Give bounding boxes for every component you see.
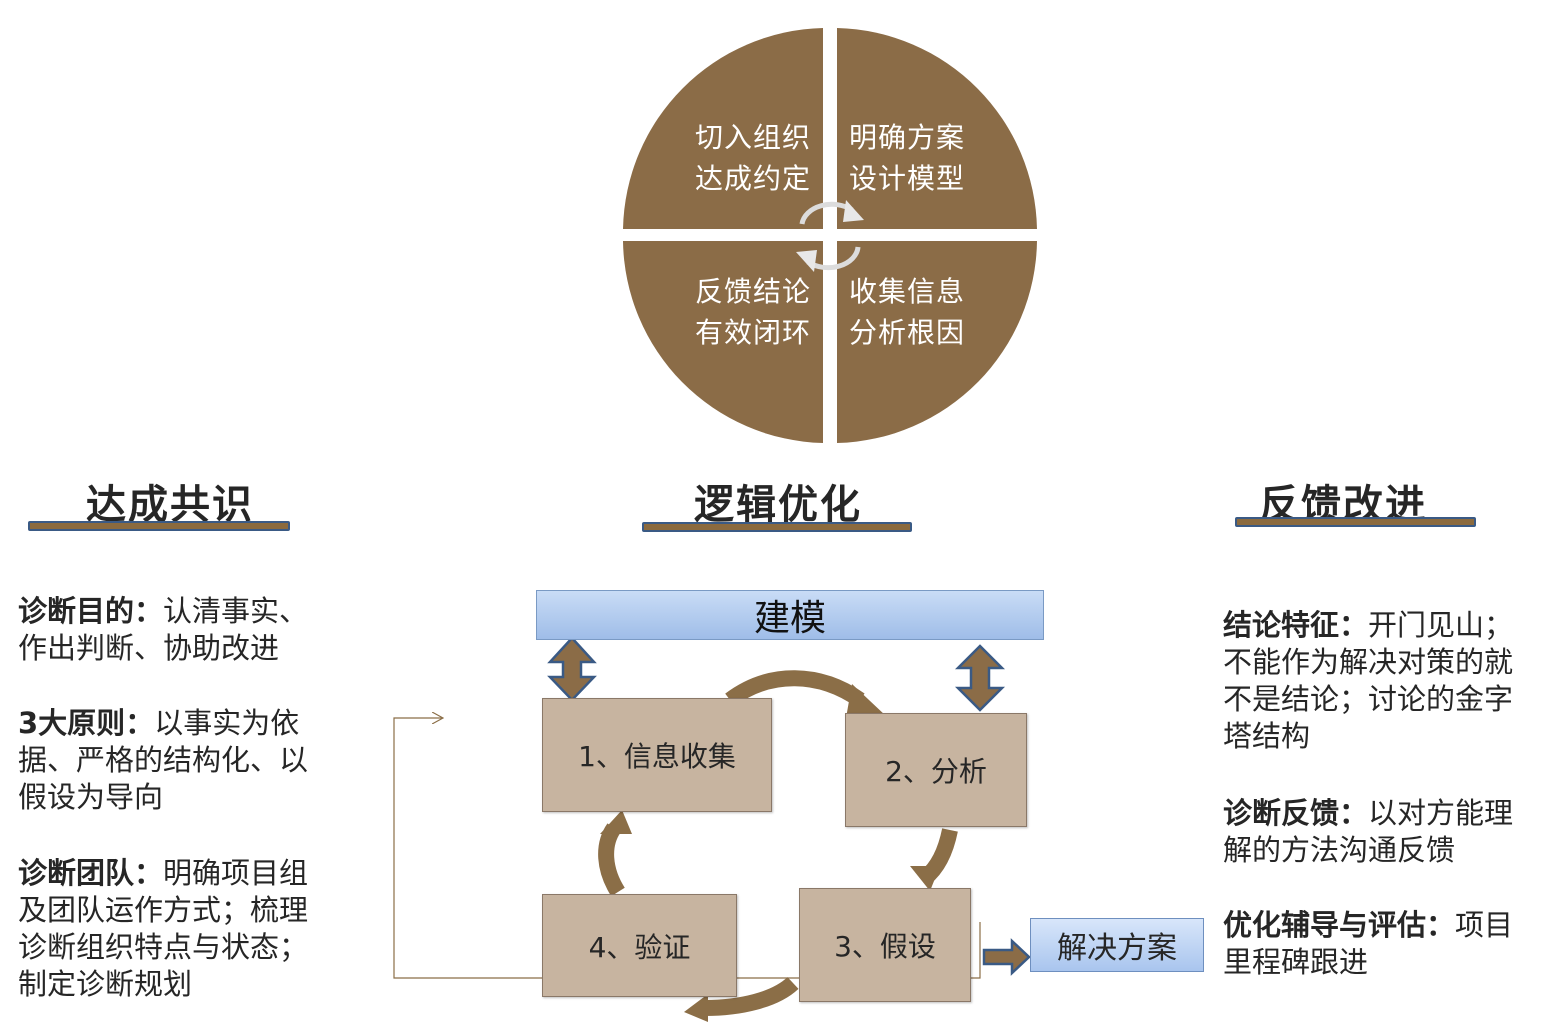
center-arrow-head-left (796, 250, 817, 272)
right-item-conclusion: 结论特征：开门见山； 不能作为解决对策的就 不是结论；讨论的金字 塔结构 (1223, 608, 1514, 753)
model-bar: 建模 (536, 590, 1044, 640)
center-column-title: 逻辑优化 (694, 482, 862, 528)
right-item-evaluation: 优化辅导与评估：项目 里程碑跟进 (1223, 908, 1514, 979)
double-arrow-right-icon (954, 644, 1006, 712)
cycle-arrows (598, 670, 958, 1016)
step-2-analysis: 2、分析 (845, 713, 1027, 827)
arrow-head-4-to-1 (600, 810, 632, 834)
left-title-underline (28, 521, 290, 531)
feedback-line (393, 718, 981, 979)
quadrant-top-left (623, 28, 823, 229)
center-title-underline (642, 522, 912, 532)
step-3-hypothesis: 3、假设 (799, 888, 971, 1002)
right-title-underline (1235, 517, 1476, 527)
arrow-1-to-2-icon (725, 670, 865, 707)
arrow-head-2-to-3 (910, 866, 940, 891)
quadrant-bottom-right (837, 241, 1037, 443)
left-item-principles: 3大原则：以事实为依 据、严格的结构化、以 假设为导向 (18, 706, 309, 814)
quadrant-text-top-right: 明确方案 设计模型 (848, 121, 965, 195)
arrow-3-to-4-icon (704, 976, 799, 1016)
quadrant-text-top-left: 切入组织 达成约定 (694, 121, 811, 195)
arrow-head-1-to-2 (846, 684, 886, 718)
cycle-circle (623, 28, 1037, 443)
left-item-team: 诊断团队：明确项目组 及团队运作方式；梳理 诊断组织特点与状态； 制定诊断规划 (18, 856, 309, 1001)
left-column-title: 达成共识 (86, 482, 254, 528)
quadrant-text-bottom-left: 反馈结论 有效闭环 (694, 275, 811, 349)
center-arrow-head-right (843, 200, 864, 222)
left-item-purpose: 诊断目的：认清事实、 作出判断、协助改进 (18, 594, 309, 665)
step-1-info-collection: 1、信息收集 (542, 698, 772, 812)
step-4-verification: 4、验证 (542, 894, 737, 997)
arrow-4-to-1-icon (598, 823, 625, 897)
quadrant-top-right (837, 28, 1037, 229)
solution-box: 解决方案 (1030, 918, 1204, 972)
double-arrow-left-icon (547, 636, 597, 702)
arrow-head-3-to-4 (684, 994, 708, 1022)
quadrant-text-bottom-right: 收集信息 分析根因 (848, 275, 965, 349)
right-item-feedback: 诊断反馈：以对方能理 解的方法沟通反馈 (1223, 796, 1514, 867)
solution-arrow-icon (982, 938, 1031, 976)
quadrant-bottom-left (623, 241, 823, 443)
